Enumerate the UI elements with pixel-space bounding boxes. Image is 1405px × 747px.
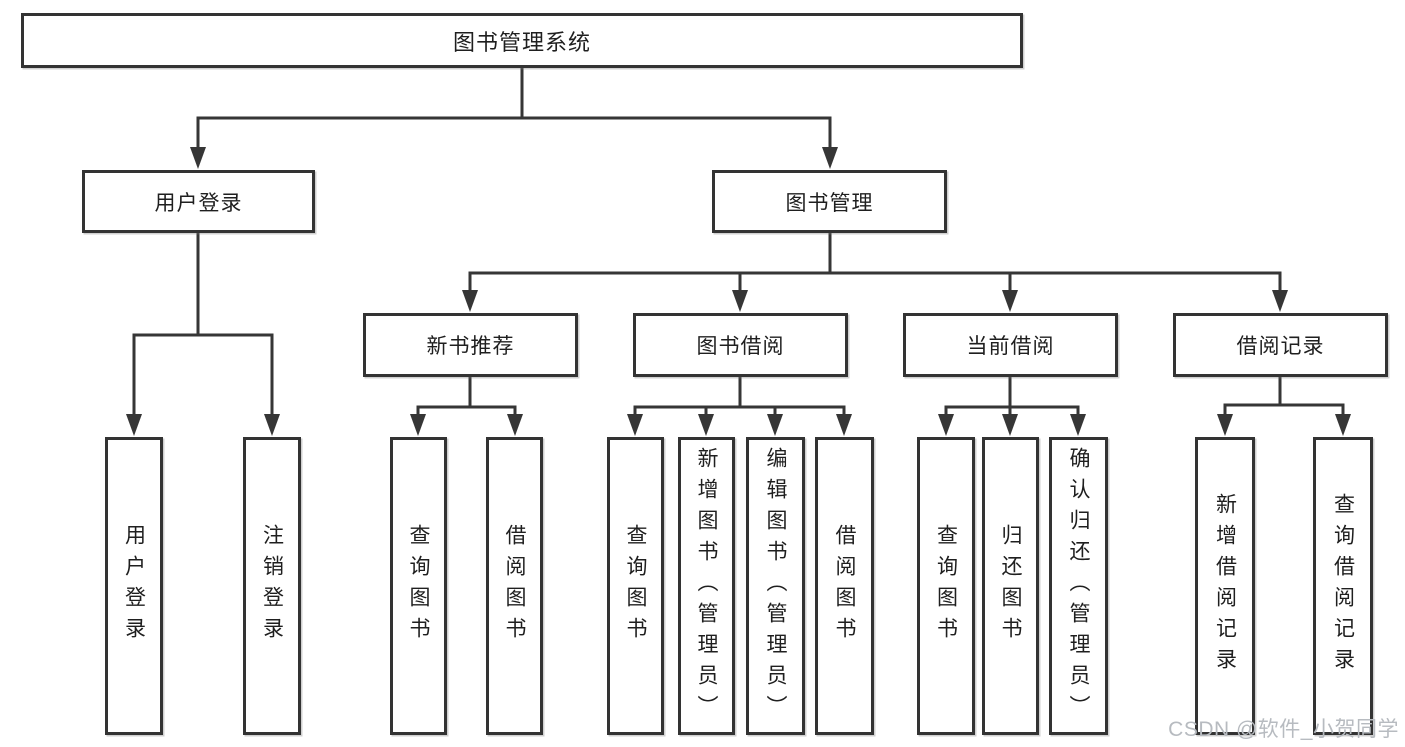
leaf-confirm-return-admin: 确认归还（管理员） (1049, 437, 1108, 735)
leaf-borrow-books-recommend: 借阅图书 (486, 437, 543, 735)
csdn-watermark: CSDN @软件_小贺同学 (1168, 718, 1399, 741)
leaf-query-books-recommend: 查询图书 (390, 437, 447, 735)
node-root: 图书管理系统 (21, 13, 1023, 68)
leaf-user-login: 用户登录 (105, 437, 163, 735)
leaf-user-login-label: 用户登录 (122, 524, 146, 648)
leaf-query-books-borrow: 查询图书 (607, 437, 664, 735)
node-book-borrow: 图书借阅 (633, 313, 848, 377)
leaf-query-books-borrow-label: 查询图书 (624, 524, 647, 648)
leaf-return-books: 归还图书 (982, 437, 1039, 735)
leaf-edit-books-admin-label: 编辑图书（管理员） (764, 446, 787, 726)
leaf-borrow-books-recommend-label: 借阅图书 (503, 524, 526, 648)
leaf-borrow-books-borrow: 借阅图书 (815, 437, 874, 735)
leaf-return-books-label: 归还图书 (999, 524, 1022, 648)
leaf-logout-label: 注销登录 (260, 524, 284, 648)
leaf-logout: 注销登录 (243, 437, 301, 735)
leaf-query-books-current: 查询图书 (917, 437, 975, 735)
leaf-borrow-books-borrow-label: 借阅图书 (833, 524, 856, 648)
node-book-management: 图书管理 (712, 170, 947, 233)
leaf-add-borrow-record: 新增借阅记录 (1195, 437, 1255, 735)
node-new-book-recommend: 新书推荐 (363, 313, 578, 377)
node-current-borrow: 当前借阅 (903, 313, 1118, 377)
leaf-query-books-current-label: 查询图书 (934, 524, 958, 648)
leaf-add-books-admin-label: 新增图书（管理员） (695, 446, 718, 726)
node-borrow-records: 借阅记录 (1173, 313, 1388, 377)
node-user-login: 用户登录 (82, 170, 315, 233)
leaf-query-books-recommend-label: 查询图书 (407, 524, 430, 648)
leaf-query-borrow-record: 查询借阅记录 (1313, 437, 1373, 735)
leaf-edit-books-admin: 编辑图书（管理员） (746, 437, 805, 735)
leaf-add-borrow-record-label: 新增借阅记录 (1213, 493, 1237, 679)
leaf-add-books-admin: 新增图书（管理员） (678, 437, 735, 735)
leaf-confirm-return-admin-label: 确认归还（管理员） (1067, 446, 1090, 726)
leaf-query-borrow-record-label: 查询借阅记录 (1331, 493, 1355, 679)
